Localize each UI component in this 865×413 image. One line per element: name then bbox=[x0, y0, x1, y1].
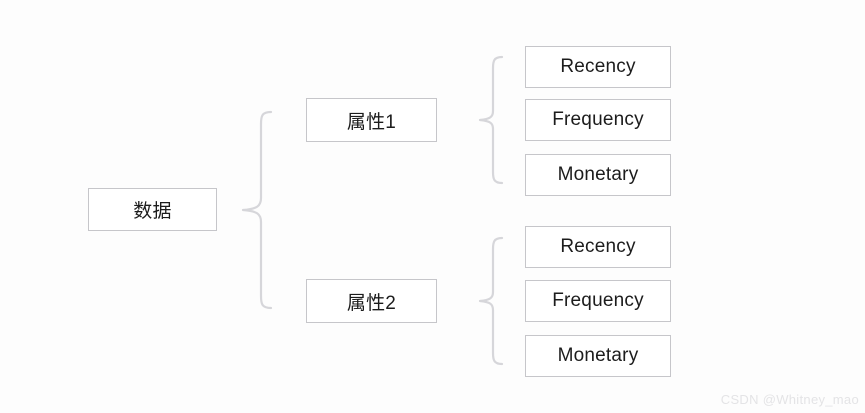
node-branch1-monetary: Monetary bbox=[525, 154, 671, 196]
node-branch2-monetary: Monetary bbox=[525, 335, 671, 377]
watermark-text: CSDN @Whitney_mao bbox=[720, 392, 859, 407]
node-branch2-recency: Recency bbox=[525, 226, 671, 268]
node-attribute-1: 属性1 bbox=[306, 98, 437, 142]
node-root-data: 数据 bbox=[88, 188, 217, 231]
node-branch1-frequency: Frequency bbox=[525, 99, 671, 141]
node-branch2-frequency: Frequency bbox=[525, 280, 671, 322]
node-attribute-2: 属性2 bbox=[306, 279, 437, 323]
node-branch1-recency: Recency bbox=[525, 46, 671, 88]
root-brace-connector bbox=[241, 110, 273, 310]
branch-2-brace-connector bbox=[478, 236, 504, 366]
branch-1-brace-connector bbox=[478, 55, 504, 185]
